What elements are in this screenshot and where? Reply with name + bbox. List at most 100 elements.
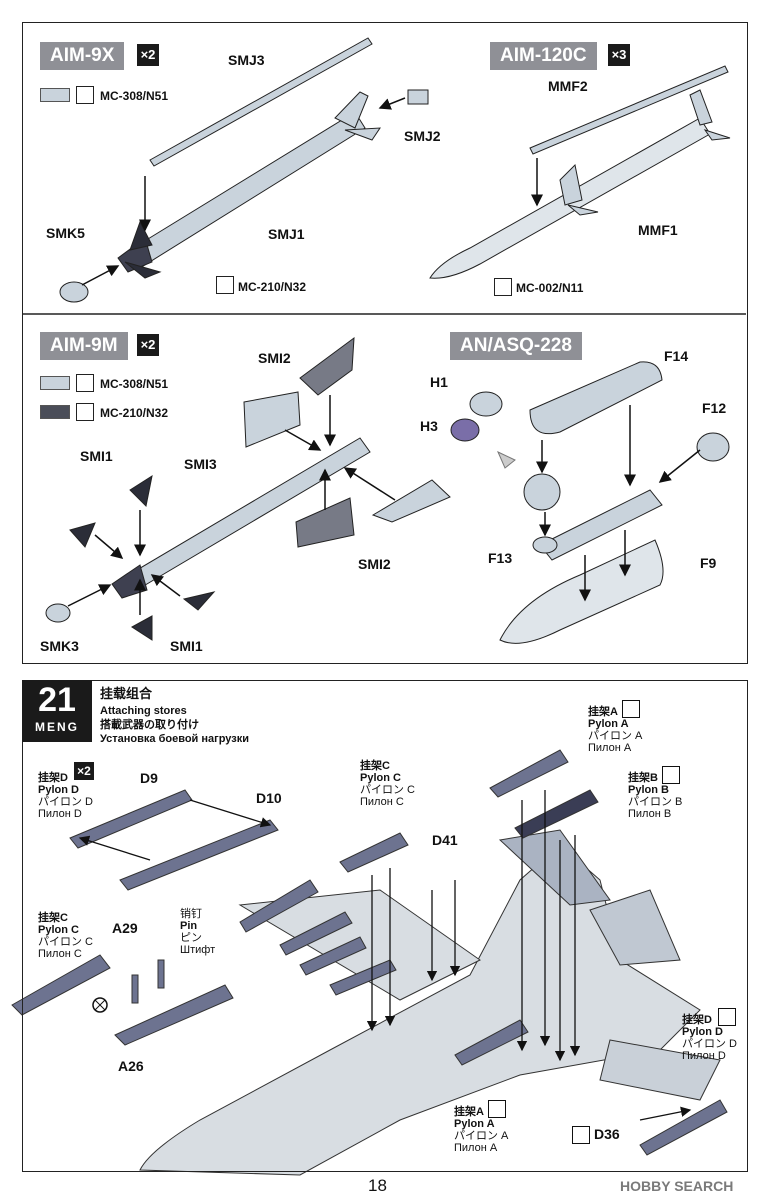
pylon-jp: パイロン B [628,796,683,808]
pylon-jp: パイロン D [38,796,93,808]
part-label: SMJ3 [228,52,265,68]
pylon-cn: 挂架C [360,760,390,772]
aim9m-title: AIM-9M [40,332,128,360]
part-label: D9 [140,770,158,786]
part-label: SMJ2 [404,128,441,144]
part-label: F12 [702,400,727,416]
part-label: F9 [700,555,717,571]
step-title-jp: 搭載武器の取り付け [100,719,199,731]
step-panel [22,680,748,1172]
aim9m-paint1: MC-308/N51 [100,377,169,391]
hourglass-icon [662,766,680,784]
hourglass-icon [572,1126,590,1144]
aim9m-paint2: MC-210/N32 [100,406,169,420]
pylon-en: Pylon D [38,784,79,796]
pylon-en: Pylon A [588,718,629,730]
hourglass-icon [488,1100,506,1118]
pylon-d-multiplier: ×2 [74,762,94,780]
pylon-a-top-label: 挂架A Pylon A パイロン A Пилон A [588,706,642,754]
pylon-jp: パイロン C [360,784,415,796]
aim120c-paint: MC-002/N11 [516,281,584,295]
aim9x-multiplier: ×2 [137,44,159,66]
brush-icon [76,86,94,104]
pylon-en: Pylon D [682,1026,723,1038]
brush-icon [216,276,234,294]
part-label: H1 [430,374,448,390]
pylon-jp: パイロン A [588,730,643,742]
part-label: SMK3 [40,638,79,654]
pylon-cn: 挂架C [38,912,68,924]
pylon-cn: 挂架D [38,772,68,784]
step21-drawing [11,749,728,1176]
page-number: 18 [368,1176,387,1195]
pylon-cn: 挂架B [628,772,658,784]
hourglass-icon [718,1008,736,1026]
pylon-a-bottom-label: 挂架A Pylon A パイロン A Пилон A [454,1106,508,1154]
aim120c-title: AIM-120C [490,42,597,70]
aim9m-multiplier: ×2 [137,334,159,356]
pylon-ru: Пилон C [38,948,82,960]
paint-swatch-light [40,376,70,390]
pylon-c-top-label: 挂架C Pylon C パイロン C Пилон C [360,760,415,808]
part-label: SMI2 [258,350,291,366]
brand-logo: MENG [35,720,79,734]
pin-en: Pin [180,920,198,932]
part-label: MMF1 [638,222,678,238]
pylon-cn: 挂架D [682,1014,712,1026]
pin-cn: 销钉 [180,908,202,920]
pylon-ru: Пилон A [454,1142,498,1154]
part-label: SMI1 [170,638,203,654]
aim9x-title: AIM-9X [40,42,125,70]
paint-swatch-light [40,88,70,102]
pylon-ru: Пилон A [588,742,632,754]
brush-icon [76,403,94,421]
aim120c-drawing [429,65,731,279]
pylon-c-left-label: 挂架C Pylon C パイロン C Пилон C [38,912,93,960]
part-label-d41: D41 [432,832,458,848]
pin-label: 销钉 Pin ピン Штифт [180,908,215,956]
pylon-en: Pylon A [454,1118,495,1130]
pylon-jp: パイロン A [454,1130,509,1142]
part-label: SMJ1 [268,226,305,242]
paint-swatch-dark [40,405,70,419]
pylon-b-top-label: 挂架B Pylon B パイロン B Пилон B [628,772,682,820]
step-number-badge: 21 MENG [22,680,92,742]
part-label: F14 [664,348,689,364]
part-label: H3 [420,418,438,434]
pylon-jp: パイロン D [682,1038,737,1050]
part-label: D10 [256,790,282,806]
step-title-ru: Установка боевой нагрузки [100,733,249,745]
part-label-d36: D36 [594,1126,620,1142]
hourglass-icon [622,700,640,718]
aim9x-drawing [59,37,429,303]
pylon-ru: Пилон D [38,808,82,820]
part-label: A26 [118,1058,144,1074]
pylon-en: Pylon C [360,772,401,784]
pin-jp: ピン [180,932,202,944]
pylon-jp: パイロン C [38,936,93,948]
pin-ru: Штифт [180,944,216,956]
anasq-title: AN/ASQ-228 [450,332,582,360]
part-label: SMI1 [80,448,113,464]
pylon-cn: 挂架A [588,706,618,718]
pylon-d-left-label: 挂架D Pylon D パイロン D Пилон D [38,772,93,820]
pylon-cn: 挂架A [454,1106,484,1118]
aim9x-paint1: MC-308/N51 [100,89,169,103]
part-label: MMF2 [548,78,588,94]
step-title-cn: 挂载组合 [100,686,153,701]
step-title-en: Attaching stores [100,705,187,717]
aim9m-drawing [45,336,451,641]
anasq-drawing [450,361,730,644]
brush-icon [494,278,512,296]
part-label: SMI3 [184,456,217,472]
part-label: F13 [488,550,513,566]
pylon-en: Pylon C [38,924,79,936]
watermark: HOBBY SEARCH [620,1178,734,1194]
aim120c-multiplier: ×3 [608,44,630,66]
step-number: 21 [38,681,76,719]
pylon-en: Pylon B [628,784,669,796]
part-label: SMI2 [358,556,391,572]
part-label: SMK5 [46,225,85,241]
aim9x-paint2: MC-210/N32 [238,280,307,294]
